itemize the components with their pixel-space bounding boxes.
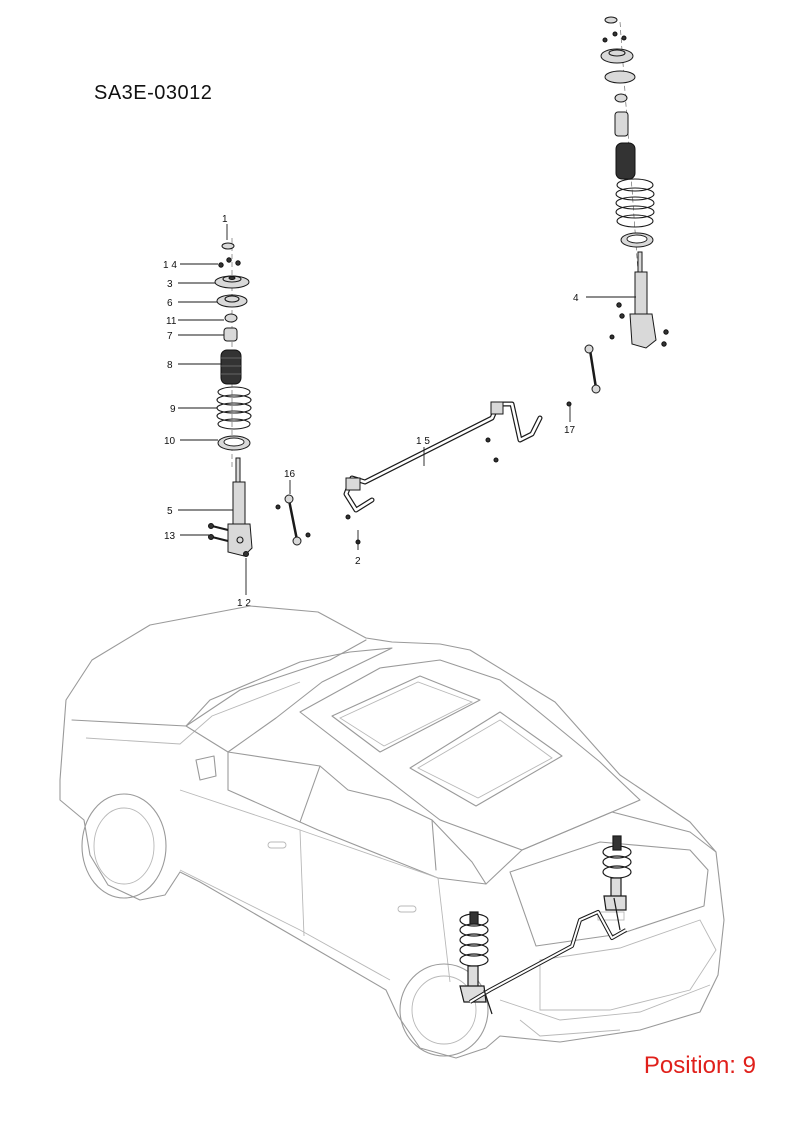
left-strut-assembly [208, 238, 253, 557]
callout-9: 9 [170, 404, 176, 415]
callout-7: 7 [167, 331, 173, 342]
callout-1: 1 [222, 214, 228, 225]
part-13-bolts[interactable] [208, 523, 229, 542]
part-7-bump-stop[interactable] [223, 327, 238, 342]
right-coil-spring[interactable] [615, 178, 655, 228]
callout-12: 1 2 [237, 598, 251, 609]
callout-17: 17 [564, 425, 576, 436]
callout-2: 2 [355, 556, 361, 567]
vehicle-outline [59, 605, 725, 1059]
diagram-code: SA3E-03012 [94, 82, 213, 104]
part-4-damper[interactable] [629, 251, 657, 349]
callout-labels: 1 1 4 3 6 11 7 8 9 10 5 13 1 2 16 2 1 5 … [163, 214, 579, 609]
part-5-damper[interactable] [227, 457, 253, 557]
installed-suspension-view [459, 835, 632, 1015]
part-6-bearing[interactable] [216, 294, 248, 308]
callout-3: 3 [167, 279, 173, 290]
part-8-dust-boot[interactable] [220, 349, 242, 385]
callout-8: 8 [167, 360, 173, 371]
callout-15: 1 5 [416, 436, 430, 447]
part-15-stabilizer-bar[interactable] [343, 401, 543, 545]
callout-6: 6 [167, 298, 173, 309]
callout-5: 5 [167, 506, 173, 517]
callout-14: 1 4 [163, 260, 177, 271]
callout-10: 10 [164, 436, 176, 447]
callout-11: 11 [166, 316, 177, 327]
part-9-coil-spring[interactable] [216, 386, 252, 430]
part-3-top-mount[interactable] [214, 275, 250, 289]
part-17-stabilizer-link[interactable] [566, 334, 615, 422]
callout-16: 16 [284, 469, 296, 480]
callout-13: 13 [164, 531, 176, 542]
part-1-nut[interactable] [221, 242, 235, 250]
callout-4: 4 [573, 293, 579, 304]
position-indicator: Position: 9 [643, 1052, 756, 1079]
right-strut-assembly [600, 16, 669, 349]
part-16-stabilizer-link[interactable] [275, 480, 311, 546]
part-11-ring[interactable] [224, 313, 238, 323]
part-10-spring-seat[interactable] [217, 435, 251, 451]
part-14-bolt[interactable] [218, 262, 224, 268]
part-12-nut[interactable] [243, 551, 249, 557]
